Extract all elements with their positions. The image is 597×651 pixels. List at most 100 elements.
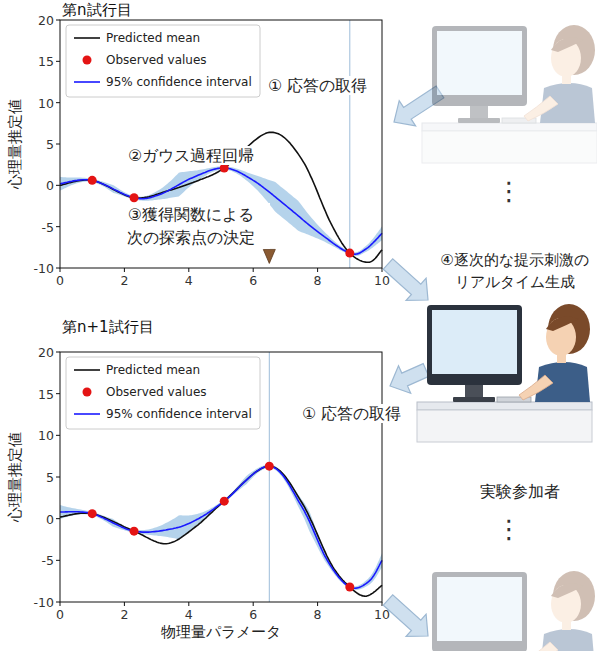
observed-point [130, 193, 139, 202]
y-tick [56, 560, 60, 561]
y-tick [56, 268, 60, 269]
x-tick [60, 268, 61, 272]
monitor-stand [470, 106, 488, 120]
tick-label: 6 [249, 607, 257, 622]
y-tick [56, 144, 60, 145]
confidence-center-curve [60, 168, 382, 254]
tick-label: -10 [34, 261, 54, 276]
monitor-stand [465, 385, 483, 399]
observed-point [88, 509, 97, 518]
tick-label: -5 [42, 219, 54, 234]
desk-front [422, 131, 597, 163]
participant-label: 実験参加者 [478, 482, 562, 501]
x-tick [253, 268, 254, 272]
step-annotation: ②ガウス過程回帰 [126, 146, 256, 165]
participant-arm [524, 96, 558, 121]
participant-figure [417, 304, 592, 442]
y-tick [56, 602, 60, 603]
x-tick [317, 268, 318, 272]
legend-box [66, 25, 260, 97]
flow-arrow [383, 259, 428, 301]
legend-text: 95% confidence interval [106, 75, 252, 89]
tick-label: 8 [314, 273, 322, 288]
participant-neck [562, 74, 571, 84]
desk-top [422, 123, 597, 131]
continuation-dots: ⋮ [496, 176, 522, 207]
y-tick [56, 352, 60, 353]
axis-label: 心理量推定値 [6, 99, 24, 189]
y-tick [56, 477, 60, 478]
tick-label: 15 [38, 386, 54, 401]
tick-label: 0 [56, 273, 64, 288]
flow-arrow [390, 364, 429, 394]
y-tick [56, 226, 60, 227]
participant-neck [557, 353, 566, 363]
continuation-dots: ⋮ [496, 514, 522, 545]
tick-label: 20 [38, 13, 54, 28]
step-annotation: ① 応答の取得 [266, 76, 369, 95]
tick-label: 6 [249, 273, 257, 288]
legend-text: Observed values [106, 53, 207, 67]
plot-area [56, 20, 382, 272]
x-tick [317, 602, 318, 606]
y-tick [56, 102, 60, 103]
legend-sample [74, 37, 100, 39]
flow-arrow [383, 595, 428, 637]
next-point-marker [263, 249, 275, 263]
legend-text: Predicted mean [106, 363, 200, 377]
predicted-mean-curve [60, 132, 382, 262]
legend-sample [83, 388, 92, 397]
axis-label: 物理量パラメータ [161, 623, 281, 641]
participant-fringe [551, 584, 584, 598]
x-tick [124, 268, 125, 272]
legend-sample [83, 56, 92, 65]
tick-label: 0 [46, 511, 54, 526]
trial-marker-line [349, 20, 350, 268]
monitor-base [453, 397, 495, 402]
participant-arm [519, 375, 553, 400]
participant-figure [422, 25, 597, 163]
y-tick [56, 518, 60, 519]
tick-label: 20 [38, 345, 54, 360]
tick-label: 8 [314, 607, 322, 622]
x-tick [382, 268, 383, 272]
monitor-screen [437, 31, 522, 95]
monitor-screen [432, 310, 517, 374]
step-annotation: ③獲得関数による 次の探索点の決定 [112, 203, 270, 249]
x-tick [124, 602, 125, 606]
participant-neck [562, 620, 571, 630]
tick-label: -5 [42, 553, 54, 568]
tick-label: 2 [120, 273, 128, 288]
confidence-band [60, 166, 382, 256]
tick-label: 0 [46, 178, 54, 193]
observed-point [88, 176, 97, 185]
tick-label: 2 [120, 607, 128, 622]
y-tick [56, 61, 60, 62]
legend-text: 95% confidence interval [106, 407, 252, 421]
participant-fringe [551, 38, 584, 52]
observed-point [345, 583, 354, 592]
monitor-screen [437, 577, 522, 641]
tick-label: 4 [185, 607, 193, 622]
tick-label: 5 [46, 470, 54, 485]
tick-label: 10 [38, 95, 54, 110]
x-tick [382, 602, 383, 606]
monitor-bezel [432, 26, 527, 106]
participant-figure [422, 571, 597, 651]
legend-sample [74, 369, 100, 371]
plot-area [56, 352, 382, 606]
step-annotation: ④逐次的な提示刺激の リアルタイム生成 [436, 250, 593, 294]
x-tick [253, 602, 254, 606]
legend-text: Observed values [106, 385, 207, 399]
tick-label: 5 [46, 137, 54, 152]
predicted-mean-curve [60, 466, 382, 596]
tick-label: 10 [38, 428, 54, 443]
monitor-bezel [427, 305, 522, 385]
participant-arm [524, 642, 558, 651]
x-tick [60, 602, 61, 606]
tick-label: -10 [34, 595, 54, 610]
tick-label: 10 [374, 607, 390, 622]
participant-fringe [546, 317, 579, 331]
x-tick [188, 268, 189, 272]
